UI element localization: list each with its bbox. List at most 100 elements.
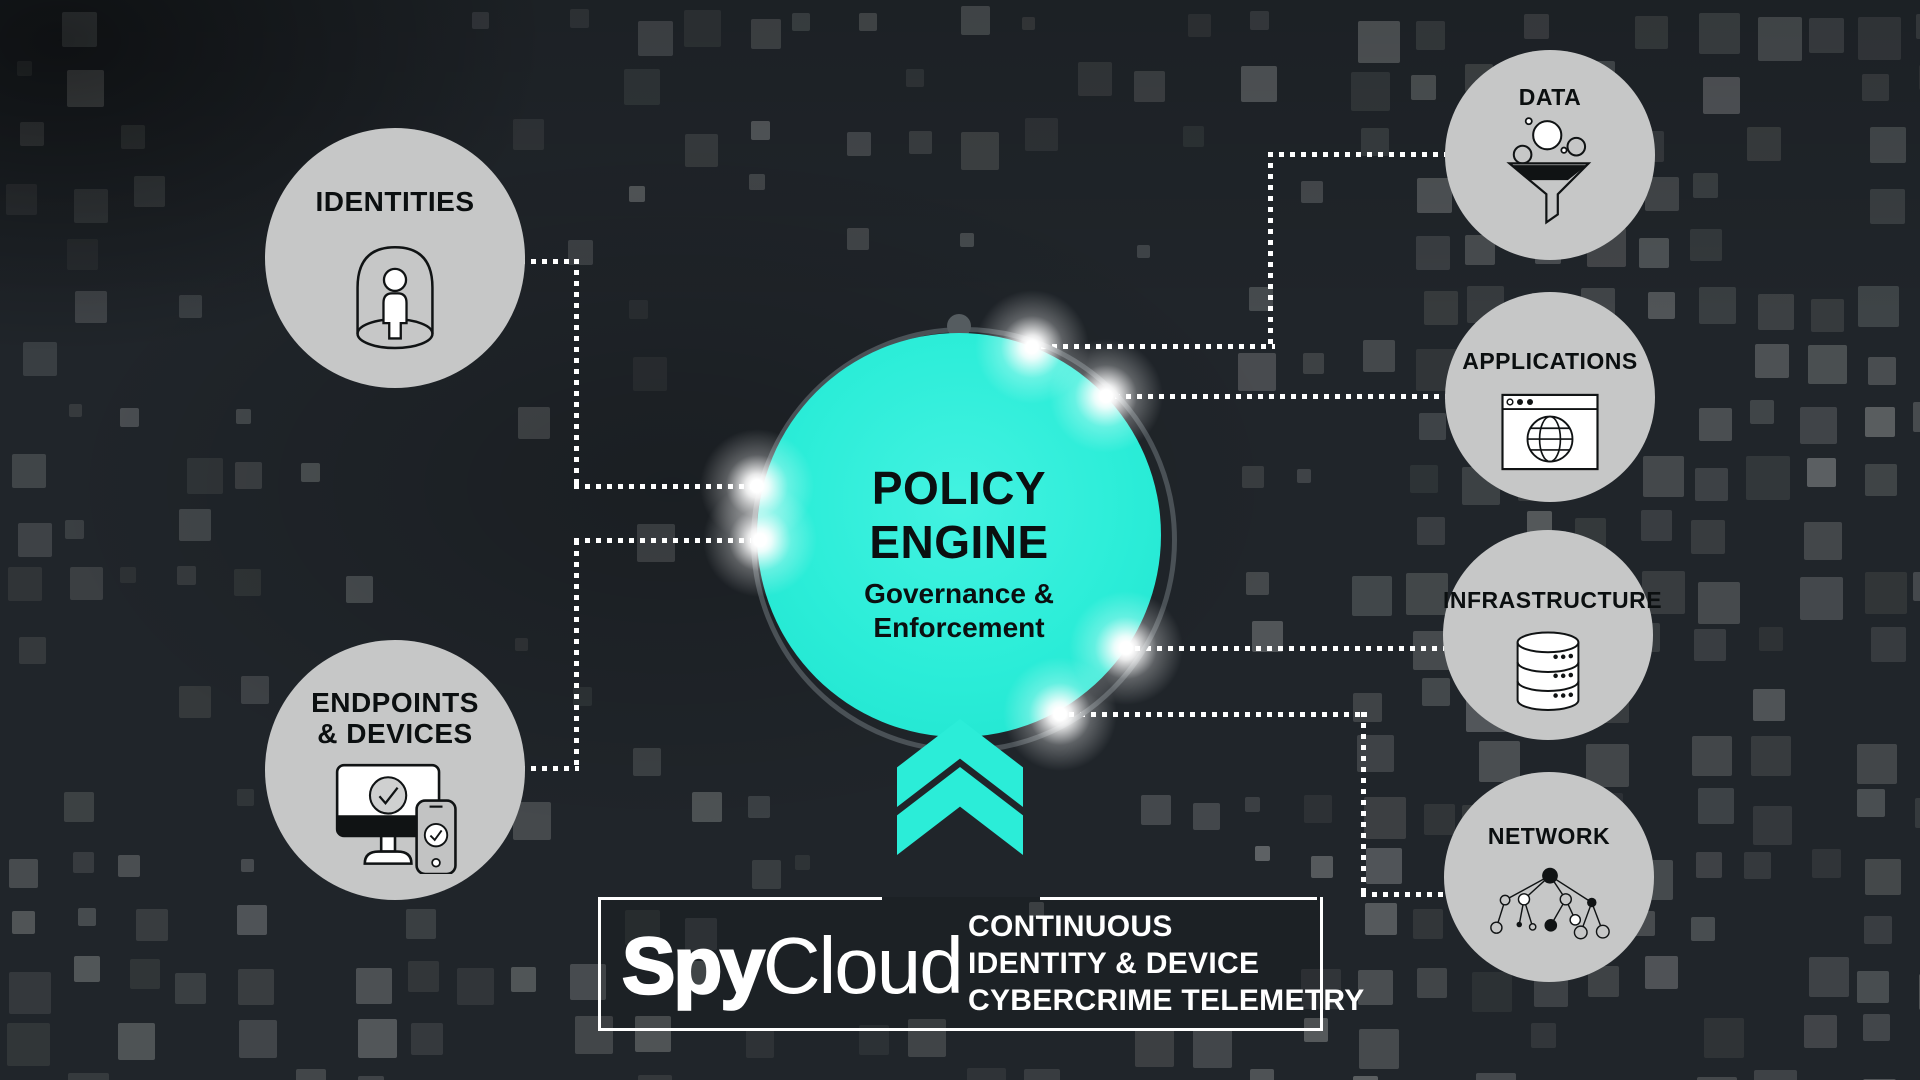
mosaic-square	[633, 357, 667, 391]
node-applications-label: APPLICATIONS	[1462, 348, 1638, 374]
mosaic-square	[1365, 903, 1397, 935]
mosaic-square	[847, 132, 871, 156]
mosaic-square	[1800, 577, 1843, 620]
mosaic-square	[1807, 458, 1836, 487]
mosaic-square	[1693, 173, 1718, 198]
mosaic-square	[748, 796, 770, 818]
mosaic-square	[1025, 118, 1058, 151]
network-tree-icon	[1490, 867, 1610, 940]
mosaic-square	[136, 909, 168, 941]
mosaic-square	[118, 855, 140, 877]
mosaic-square	[1865, 407, 1895, 437]
mosaic-square	[633, 748, 661, 776]
mosaic-square	[1857, 789, 1885, 817]
mosaic-square	[909, 131, 932, 154]
mosaic-square	[1863, 1014, 1890, 1041]
mosaic-square	[1800, 407, 1837, 444]
mosaic-square	[1476, 1073, 1516, 1080]
mosaic-square	[1916, 14, 1920, 39]
mosaic-square	[1868, 357, 1896, 385]
mosaic-square	[515, 638, 528, 651]
mosaic-square	[65, 520, 84, 539]
mosaic-square	[301, 463, 320, 482]
mosaic-square	[906, 69, 924, 87]
node-network-label: NETWORK	[1487, 823, 1611, 849]
mosaic-square	[638, 1075, 672, 1080]
mosaic-square	[67, 70, 104, 107]
mosaic-square	[792, 13, 810, 31]
mosaic-square	[67, 239, 98, 270]
mosaic-square	[1754, 1070, 1797, 1080]
mosaic-square	[1704, 1018, 1744, 1058]
node-network: NETWORK	[1444, 772, 1654, 982]
mosaic-square	[859, 13, 877, 31]
mosaic-square	[752, 860, 781, 889]
mosaic-square	[1524, 14, 1549, 39]
mosaic-square	[1417, 178, 1452, 213]
mosaic-square	[1870, 189, 1905, 224]
mosaic-square	[130, 959, 160, 989]
mosaic-square	[1857, 971, 1889, 1003]
mosaic-square	[1531, 1023, 1556, 1048]
mosaic-square	[1811, 299, 1844, 332]
mosaic-square	[1353, 693, 1382, 722]
mosaic-square	[1410, 465, 1438, 493]
mosaic-square	[1301, 181, 1323, 203]
mosaic-square	[121, 125, 145, 149]
mosaic-square	[1078, 62, 1112, 96]
mosaic-square	[356, 968, 392, 1004]
mosaic-square	[1865, 859, 1901, 895]
mosaic-square	[961, 132, 999, 170]
node-endpoints-label: ENDPOINTS & DEVICES	[265, 687, 525, 749]
devices-check-icon	[335, 763, 457, 874]
mosaic-square	[1750, 400, 1774, 424]
mosaic-square	[1352, 576, 1392, 616]
mosaic-square	[961, 6, 990, 35]
mosaic-square	[570, 9, 589, 28]
mosaic-square	[1242, 466, 1264, 488]
connector-identities-segment	[574, 259, 579, 489]
mosaic-square	[1913, 402, 1920, 432]
mosaic-square	[1858, 17, 1901, 60]
mosaic-square	[1024, 1069, 1060, 1080]
mosaic-square	[7, 1023, 50, 1066]
mosaic-square	[179, 295, 202, 318]
mosaic-square	[1635, 16, 1668, 49]
node-infrastructure: INFRASTRUCTURE	[1443, 530, 1662, 740]
mosaic-square	[1865, 572, 1907, 614]
node-data: DATA	[1445, 50, 1655, 260]
mosaic-square	[175, 973, 206, 1004]
mosaic-square	[1311, 856, 1333, 878]
mosaic-square	[1753, 689, 1785, 721]
mosaic-square	[118, 1023, 155, 1060]
connector-endpoints-segment	[520, 766, 579, 771]
mosaic-square	[62, 12, 97, 47]
policy-subtitle-line: Enforcement	[873, 612, 1045, 643]
mosaic-square	[1699, 287, 1736, 324]
mosaic-square	[472, 12, 489, 29]
connector-data-segment	[1268, 152, 1446, 157]
mosaic-square	[1808, 345, 1847, 384]
mosaic-square	[684, 10, 721, 47]
mosaic-square	[236, 409, 251, 424]
mosaic-square	[1363, 340, 1395, 372]
mosaic-square	[74, 189, 108, 223]
mosaic-square	[8, 567, 42, 601]
node-identities-label: IDENTITIES	[315, 186, 475, 217]
connector-identities-segment	[574, 484, 760, 489]
mosaic-square	[120, 408, 139, 427]
mosaic-square	[1366, 848, 1402, 884]
mosaic-square	[629, 300, 648, 319]
mosaic-square	[1137, 245, 1150, 258]
mosaic-square	[1246, 572, 1269, 595]
connector-applications-segment	[1104, 394, 1446, 399]
mosaic-square	[638, 21, 673, 56]
mosaic-square	[1238, 353, 1276, 391]
mosaic-square	[64, 792, 94, 822]
mosaic-square	[685, 134, 718, 167]
mosaic-square	[1141, 795, 1171, 825]
mosaic-square	[1755, 344, 1789, 378]
mosaic-square	[1690, 229, 1722, 261]
